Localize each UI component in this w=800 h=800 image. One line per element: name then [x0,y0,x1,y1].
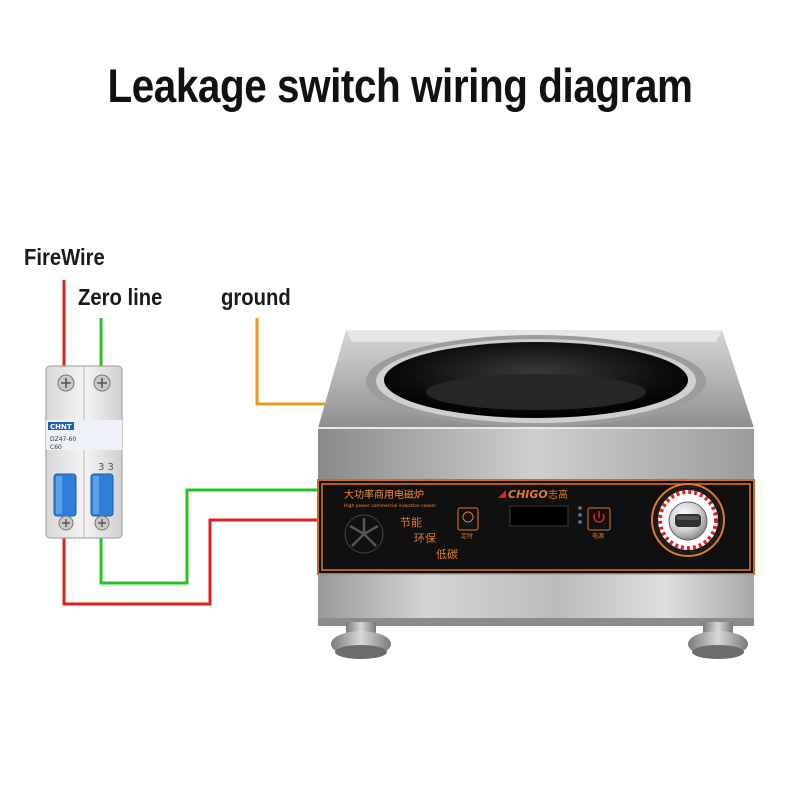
slogan-energy: 节能 [400,515,422,529]
fire-wire-label: FireWire [24,244,105,270]
slogan-carbon: 低碳 [436,547,458,561]
brand-name-cn: 志高 [548,488,568,501]
timer-button [457,507,479,531]
power-knob [651,483,725,557]
power-button [587,507,611,531]
panel-en-name: High power commercial induction cooker [344,503,436,509]
diagram-title: Leakage switch wiring diagram [107,59,693,112]
svg-text:3 3: 3 3 [98,462,114,473]
cooker-foot-right [688,622,748,659]
chigo-logo-icon [498,490,506,498]
ground-wire [255,318,328,406]
timer-label: 定时 [461,532,473,540]
cooker-foot-left [331,622,391,659]
circuit-breaker: CHNT DZ47-60 C60 3 3 [45,365,123,539]
zero-line-label: Zero line [78,284,163,310]
svg-text:DZ47-60: DZ47-60 [50,436,76,443]
fire-wire [62,280,322,606]
svg-text:CHNT: CHNT [50,423,72,431]
brand-name: CHIGO [508,488,548,501]
slogan-eco: 环保 [414,531,436,545]
svg-text:C60: C60 [50,444,62,451]
led-display [509,505,569,527]
breaker-brand-badge [48,422,74,430]
ground-label: ground [221,284,291,310]
panel-cn-name: 大功率商用电磁炉 [344,488,424,501]
zero-line-wire [99,318,322,585]
fan-icon [344,514,384,554]
induction-cooker: 大功率商用电磁炉 High power commercial induction… [317,330,755,659]
power-icon [593,511,605,523]
clock-icon [462,511,474,523]
power-label: 电源 [592,532,604,540]
